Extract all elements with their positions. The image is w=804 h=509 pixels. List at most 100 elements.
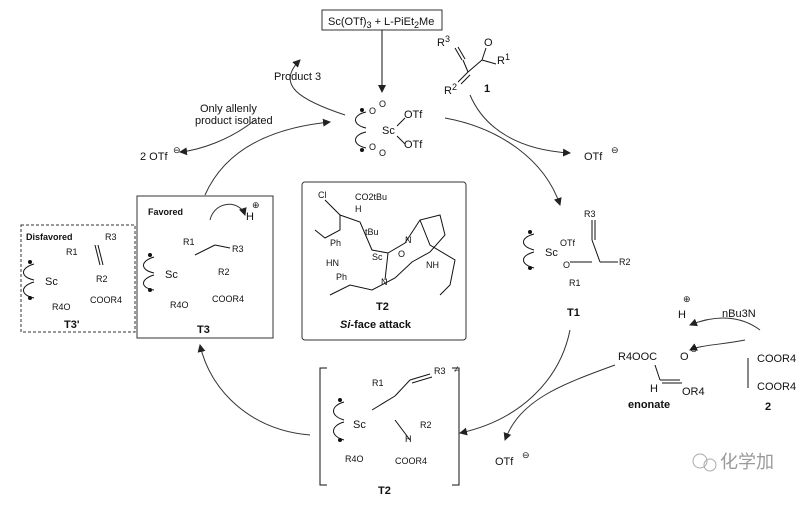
substrate-1-label: 1 bbox=[484, 83, 490, 95]
svg-text:R4O: R4O bbox=[345, 454, 364, 464]
svg-text:⊖: ⊖ bbox=[522, 450, 530, 460]
svg-text:⊕: ⊕ bbox=[683, 294, 691, 304]
proton-label: H bbox=[678, 309, 686, 321]
svg-text:Si-face attack: Si-face attack bbox=[340, 319, 412, 331]
svg-text:R1: R1 bbox=[372, 378, 384, 388]
svg-text:⊖: ⊖ bbox=[173, 145, 181, 155]
svg-text:Ph: Ph bbox=[330, 238, 341, 248]
favored-title: Favored bbox=[148, 207, 183, 217]
substrate-1: R3 R2 O R1 1 bbox=[437, 34, 510, 97]
right-otf-release: OTf bbox=[584, 151, 603, 163]
ligand-text: + L-PiEt bbox=[372, 16, 415, 28]
svg-text:Sc: Sc bbox=[45, 276, 58, 288]
svg-text:⊖: ⊖ bbox=[611, 145, 619, 155]
svg-text:COOR4: COOR4 bbox=[757, 353, 796, 365]
watermark-text: 化学加 bbox=[720, 452, 774, 472]
product-release-arrow bbox=[289, 59, 346, 116]
cycle-arrow-bottom-left bbox=[197, 344, 311, 436]
svg-text:R4O: R4O bbox=[52, 302, 71, 312]
otf-release-arrow bbox=[179, 119, 256, 156]
svg-text:R4OOC: R4OOC bbox=[618, 351, 657, 363]
svg-text:O: O bbox=[680, 351, 689, 363]
t3-favored-box: Favored H ⊕ Sc R1 R3 R2 R4O COOR4 T3 bbox=[136, 195, 274, 339]
product-3-label: Product 3 bbox=[274, 71, 321, 83]
si-face-italic: Si bbox=[340, 319, 351, 331]
svg-text:N: N bbox=[405, 235, 412, 245]
base-label: nBu3N bbox=[722, 308, 756, 320]
svg-text:R2: R2 bbox=[96, 274, 108, 284]
substrate-entry-arrow bbox=[469, 94, 571, 157]
svg-text:H: H bbox=[650, 383, 658, 395]
svg-text:H: H bbox=[405, 434, 412, 444]
svg-text:R2: R2 bbox=[444, 82, 457, 97]
svg-text:Sc(OTf)3 + L-PiEt2Me: Sc(OTf)3 + L-PiEt2Me bbox=[328, 16, 434, 30]
intermediate-t1: Sc OTf R3 R2 O R1 T1 bbox=[523, 209, 631, 319]
svg-text:O: O bbox=[563, 260, 570, 270]
svg-text:Cl: Cl bbox=[318, 190, 327, 200]
wechat-watermark: 化学加 bbox=[692, 452, 774, 472]
t3-prime-label: T3' bbox=[64, 319, 80, 331]
center-sc: Sc bbox=[372, 252, 383, 262]
svg-text:COOR4: COOR4 bbox=[757, 381, 796, 393]
enonate-label: enonate bbox=[628, 399, 670, 411]
svg-text:R3: R3 bbox=[584, 209, 596, 219]
t1-label: T1 bbox=[567, 307, 580, 319]
svg-text:R2: R2 bbox=[619, 257, 631, 267]
t3-prime-disfavored-box: Disfavored R3 Sc R1 R2 R4O COOR4 T3' bbox=[20, 224, 136, 333]
malonate-2: COOR4 COOR4 2 bbox=[747, 353, 796, 413]
center-ester: CO2tBu bbox=[355, 192, 387, 202]
bottom-otf-label: OTf bbox=[495, 456, 514, 468]
svg-text:Ph: Ph bbox=[336, 272, 347, 282]
svg-text:H: H bbox=[246, 211, 254, 223]
svg-text:⊖: ⊖ bbox=[690, 344, 698, 354]
svg-text:OTf: OTf bbox=[560, 238, 575, 248]
svg-text:R1: R1 bbox=[569, 278, 581, 288]
t2-bottom-label: T2 bbox=[378, 485, 391, 497]
catalyst-text: Sc(OTf) bbox=[328, 16, 367, 28]
sc-metal: Sc bbox=[382, 125, 395, 137]
svg-text:R4O: R4O bbox=[170, 300, 189, 310]
cycle-arrow-top-right bbox=[444, 117, 562, 206]
only-allenyl-note: Only allenly bbox=[200, 103, 257, 115]
svg-text:NH: NH bbox=[426, 260, 439, 270]
svg-text:O: O bbox=[369, 106, 376, 116]
t2-center-model-box: Cl CO2tBu Ph Ph HN NH tBu Sc N N O H T2 … bbox=[301, 181, 467, 341]
svg-text:COOR4: COOR4 bbox=[90, 295, 122, 305]
center-t2-label: T2 bbox=[376, 301, 389, 313]
otf-ligand-a: OTf bbox=[404, 109, 423, 121]
sc-complex-top: O O O O Sc OTf OTf bbox=[355, 99, 423, 158]
svg-text:Sc: Sc bbox=[545, 247, 558, 259]
cycle-arrow-bottom-right bbox=[459, 329, 571, 436]
intermediate-t2-bottom: ≠ Sc R1 R3 R2 H R4O COOR4 T2 bbox=[319, 364, 460, 497]
svg-text:H: H bbox=[355, 204, 362, 214]
malonate-label: 2 bbox=[765, 401, 771, 413]
otf-exchange-arrow bbox=[503, 364, 616, 441]
svg-text:OR4: OR4 bbox=[682, 386, 705, 398]
svg-text:R3: R3 bbox=[105, 232, 117, 242]
svg-text:R2: R2 bbox=[420, 420, 432, 430]
svg-text:COOR4: COOR4 bbox=[395, 456, 427, 466]
svg-text:R1: R1 bbox=[183, 237, 195, 247]
svg-text:tBu: tBu bbox=[365, 227, 379, 237]
svg-text:⊕: ⊕ bbox=[252, 200, 260, 210]
svg-text:O: O bbox=[379, 99, 386, 109]
svg-text:R3: R3 bbox=[434, 366, 446, 376]
svg-text:Sc: Sc bbox=[165, 269, 178, 281]
disfavored-title: Disfavored bbox=[26, 232, 73, 242]
svg-text:O: O bbox=[369, 142, 376, 152]
cycle-arrow-top-left bbox=[204, 118, 331, 196]
two-otf-label: 2 OTf bbox=[140, 151, 168, 163]
catalyst-reagent-box: Sc(OTf)3 + L-PiEt2Me bbox=[321, 9, 443, 31]
svg-text:Sc: Sc bbox=[353, 419, 366, 431]
svg-text:HN: HN bbox=[326, 258, 339, 268]
svg-text:R2: R2 bbox=[218, 267, 230, 277]
product-isolated-note: product isolated bbox=[195, 115, 273, 127]
svg-text:R3: R3 bbox=[232, 244, 244, 254]
enonate-formation-arrow bbox=[689, 339, 746, 351]
svg-text:R3: R3 bbox=[437, 34, 450, 49]
t3-label: T3 bbox=[197, 324, 210, 336]
svg-text:≠: ≠ bbox=[454, 364, 459, 374]
si-face-caption: -face attack bbox=[350, 319, 411, 331]
svg-text:O: O bbox=[379, 148, 386, 158]
